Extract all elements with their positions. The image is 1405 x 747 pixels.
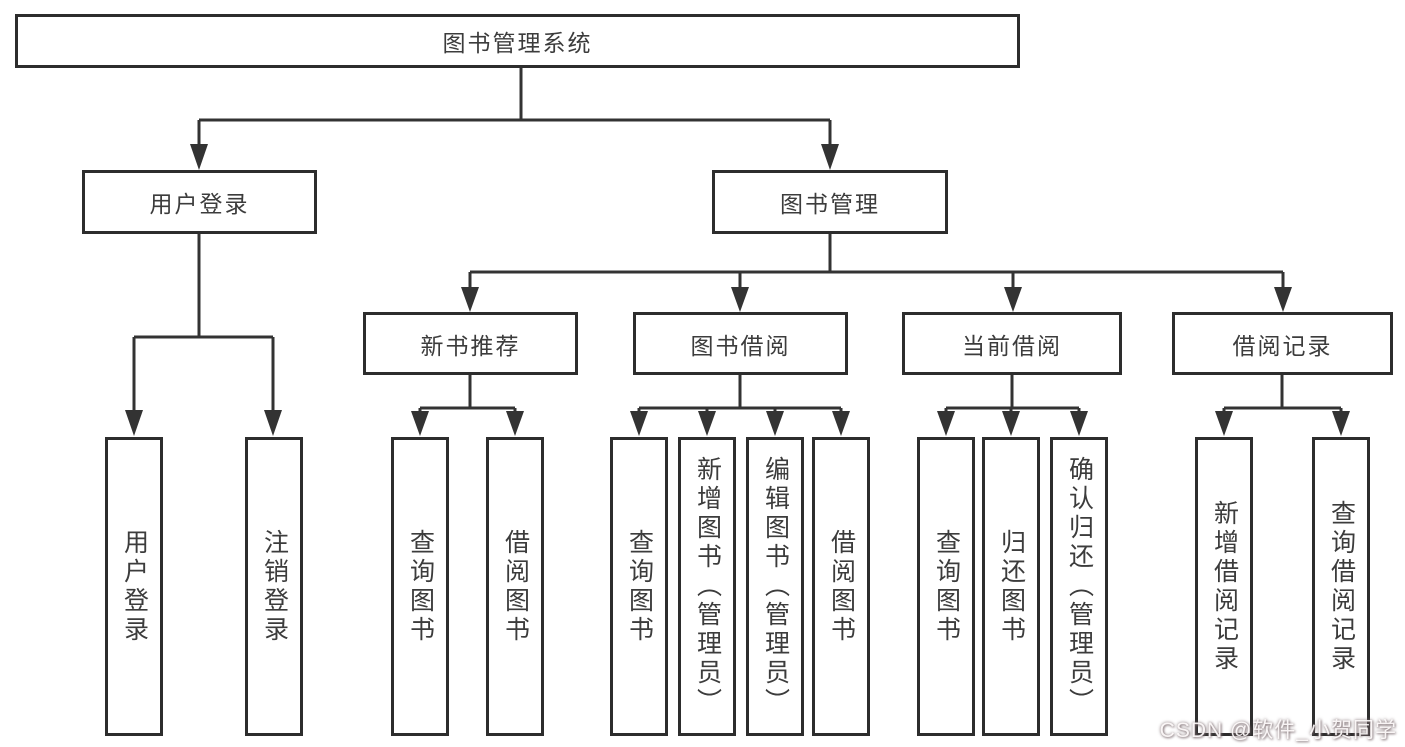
leaf-box-add-borrow-record: 新增借阅记录: [1195, 437, 1253, 736]
section-box-current-borrow: 当前借阅: [902, 312, 1122, 375]
leaf-box-query-borrow-record: 查询借阅记录: [1312, 437, 1370, 736]
branch-box-book-management: 图书管理: [712, 170, 948, 234]
leaf-box-edit-books-admin: 编辑图书（管理员）: [746, 437, 804, 736]
leaf-box-logout: 注销登录: [245, 437, 303, 736]
root-box-library-management-system: 图书管理系统: [15, 14, 1020, 68]
leaf-box-return-books: 归还图书: [982, 437, 1040, 736]
section-box-new-book-recommend: 新书推荐: [363, 312, 578, 375]
leaf-box-borrow-books: 借阅图书: [812, 437, 870, 736]
arrowheads: [125, 144, 1350, 436]
csdn-watermark: CSDN @软件_小贺同学: [1159, 719, 1397, 742]
leaf-box-recommend-query-books: 查询图书: [391, 437, 449, 736]
leaf-box-recommend-borrow-books: 借阅图书: [486, 437, 544, 736]
section-box-book-borrow: 图书借阅: [633, 312, 848, 375]
leaf-box-borrow-query-books: 查询图书: [610, 437, 668, 736]
section-box-borrow-records: 借阅记录: [1172, 312, 1393, 375]
leaf-box-user-login: 用户登录: [105, 437, 163, 736]
leaf-box-confirm-return-admin: 确认归还（管理员）: [1050, 437, 1108, 736]
leaf-box-current-query-books: 查询图书: [917, 437, 975, 736]
leaf-box-add-books-admin: 新增图书（管理员）: [678, 437, 736, 736]
branch-box-user-login: 用户登录: [82, 170, 317, 234]
